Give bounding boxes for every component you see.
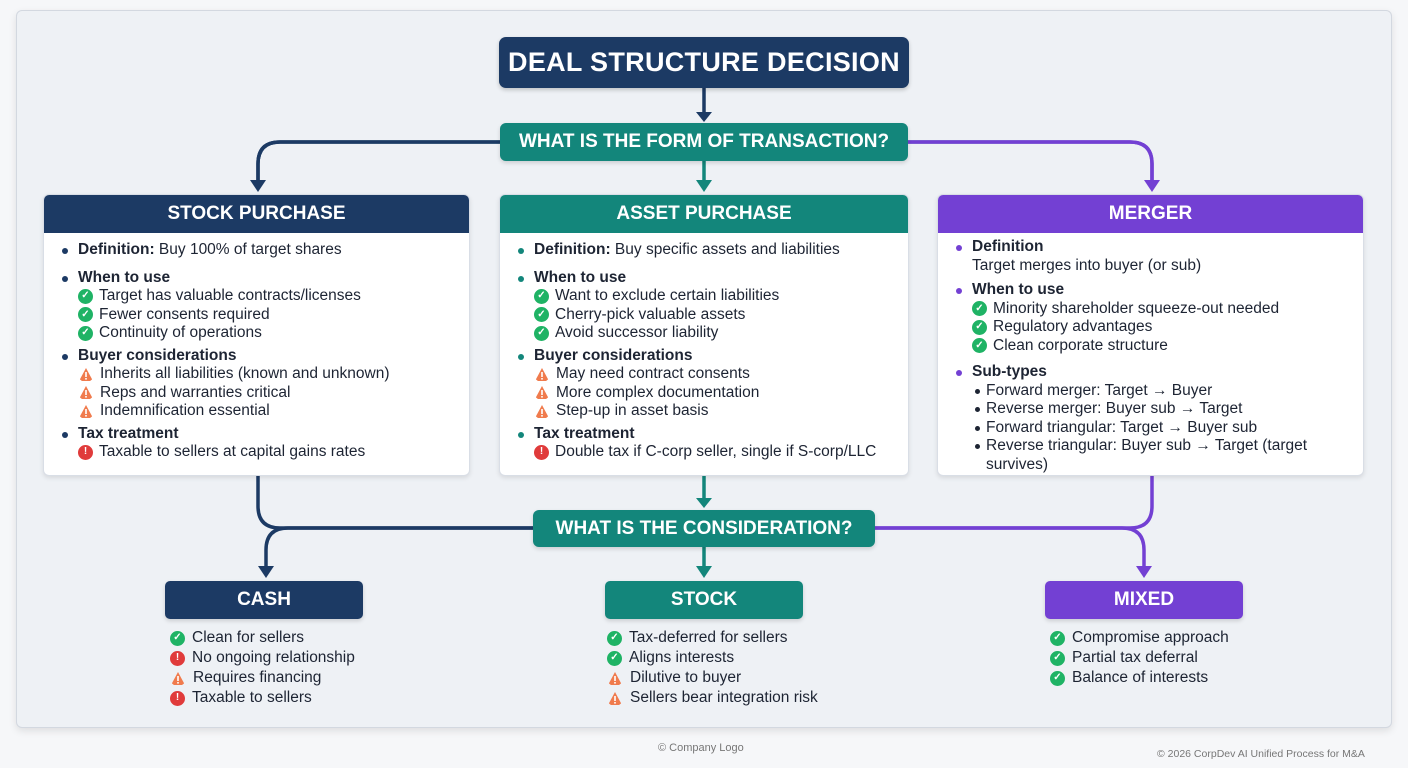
- cash-list: ✓ Clean for sellers ! No ongoing relations…: [170, 628, 355, 708]
- list-item: Dilutive to buyer: [630, 669, 742, 686]
- definition-label: Definition:: [78, 241, 155, 258]
- merger-panel: MERGER Definition Target merges into buy…: [937, 194, 1364, 476]
- mixed-header: MIXED: [1045, 581, 1243, 619]
- warning-icon: [79, 404, 93, 418]
- question-consideration: WHAT IS THE CONSIDERATION?: [533, 510, 875, 547]
- list-item: Continuity of operations: [99, 324, 262, 341]
- cash-header: CASH: [165, 581, 363, 619]
- list-item: Taxable to sellers at capital gains rate…: [99, 443, 366, 460]
- sub-types-label: Sub-types: [972, 363, 1047, 380]
- list-item: Forward merger: Target → Buyer: [972, 382, 1363, 401]
- definition-text: Buy specific assets and liabilities: [610, 241, 840, 258]
- list-item: Taxable to sellers: [192, 689, 312, 706]
- check-icon: ✓: [78, 325, 93, 341]
- check-icon: ✓: [78, 307, 93, 323]
- list-item: Regulatory advantages: [993, 318, 1153, 335]
- alert-icon: !: [170, 690, 185, 706]
- copyright-text: © 2026 CorpDev AI Unified Process for M&…: [1157, 748, 1365, 760]
- diagram-title: DEAL STRUCTURE DECISION: [499, 37, 909, 88]
- list-item: Tax-deferred for sellers: [629, 629, 788, 646]
- check-icon: ✓: [607, 650, 622, 666]
- warning-icon: [535, 386, 549, 400]
- asset-purchase-header: ASSET PURCHASE: [500, 195, 908, 233]
- list-item: Reps and warranties critical: [100, 383, 291, 401]
- stock-purchase-header: STOCK PURCHASE: [44, 195, 469, 233]
- stock-consideration-list: ✓ Tax-deferred for sellers ✓ Aligns intere…: [607, 628, 818, 708]
- definition-text: Buy 100% of target shares: [154, 241, 342, 258]
- check-icon: ✓: [1050, 670, 1065, 686]
- list-item: No ongoing relationship: [192, 649, 355, 666]
- alert-icon: !: [170, 650, 185, 666]
- check-icon: ✓: [534, 307, 549, 323]
- buyer-considerations-label: Buyer considerations: [78, 346, 237, 364]
- warning-icon: [608, 671, 622, 685]
- list-item: Clean for sellers: [192, 629, 304, 646]
- warning-icon: [79, 386, 93, 400]
- warning-icon: [79, 367, 93, 381]
- when-to-use-label: When to use: [972, 281, 1065, 298]
- list-item: Compromise approach: [1072, 629, 1229, 646]
- list-item: Minority shareholder squeeze-out needed: [993, 299, 1280, 317]
- arrowhead: [696, 112, 712, 122]
- company-logo-placeholder: © Company Logo: [658, 742, 744, 754]
- alert-icon: !: [78, 444, 93, 460]
- check-icon: ✓: [534, 288, 549, 304]
- list-item: Aligns interests: [629, 649, 735, 666]
- list-item: Balance of interests: [1072, 669, 1209, 686]
- list-item: Sellers bear integration risk: [630, 689, 818, 706]
- list-item: Cherry-pick valuable assets: [555, 305, 746, 323]
- check-icon: ✓: [972, 338, 987, 354]
- question-transaction-form: WHAT IS THE FORM OF TRANSACTION?: [500, 123, 908, 161]
- list-item: Double tax if C-corp seller, single if S…: [555, 443, 877, 460]
- list-item: Reverse merger: Buyer sub → Target: [972, 400, 1363, 419]
- list-item: Target has valuable contracts/licenses: [99, 287, 361, 304]
- list-item: Want to exclude certain liabilities: [555, 287, 780, 304]
- branch-line-bottom: [256, 476, 534, 530]
- list-item: Partial tax deferral: [1072, 649, 1198, 666]
- check-icon: ✓: [1050, 650, 1065, 666]
- list-item: Forward triangular: Target → Buyer sub: [972, 419, 1363, 438]
- warning-icon: [171, 671, 185, 685]
- check-icon: ✓: [78, 288, 93, 304]
- tax-treatment-label: Tax treatment: [78, 424, 179, 442]
- list-item: Avoid successor liability: [555, 324, 719, 341]
- mixed-list: ✓ Compromise approach ✓ Partial tax deferr…: [1050, 628, 1229, 688]
- alert-icon: !: [534, 444, 549, 460]
- warning-icon: [535, 404, 549, 418]
- check-icon: ✓: [534, 325, 549, 341]
- stock-consideration-header: STOCK: [605, 581, 803, 619]
- warning-icon: [535, 367, 549, 381]
- merger-header: MERGER: [938, 195, 1363, 233]
- list-item: Requires financing: [193, 669, 322, 686]
- definition-label: Definition:: [534, 241, 611, 258]
- list-item: Inherits all liabilities (known and unkn…: [100, 365, 390, 382]
- list-item: Step-up in asset basis: [556, 402, 709, 419]
- stock-purchase-panel: STOCK PURCHASE Definition: Buy 100% of t…: [43, 194, 470, 476]
- check-icon: ✓: [972, 301, 987, 317]
- list-item: Clean corporate structure: [993, 336, 1168, 354]
- list-item: Reverse triangular: Buyer sub → Target (…: [972, 437, 1363, 473]
- buyer-considerations-label: Buyer considerations: [534, 346, 693, 364]
- definition-label: Definition: [972, 238, 1044, 255]
- check-icon: ✓: [170, 630, 185, 646]
- check-icon: ✓: [972, 319, 987, 335]
- definition-text: Target merges into buyer (or sub): [972, 256, 1202, 274]
- when-to-use-label: When to use: [534, 268, 627, 286]
- check-icon: ✓: [1050, 630, 1065, 646]
- tax-treatment-label: Tax treatment: [534, 424, 635, 442]
- list-item: Fewer consents required: [99, 305, 270, 323]
- list-item: May need contract consents: [556, 365, 750, 382]
- warning-icon: [608, 691, 622, 705]
- check-icon: ✓: [607, 630, 622, 646]
- list-item: Indemnification essential: [100, 402, 270, 419]
- list-item: More complex documentation: [556, 383, 760, 401]
- when-to-use-label: When to use: [78, 268, 171, 286]
- asset-purchase-panel: ASSET PURCHASE Definition: Buy specific …: [499, 194, 909, 476]
